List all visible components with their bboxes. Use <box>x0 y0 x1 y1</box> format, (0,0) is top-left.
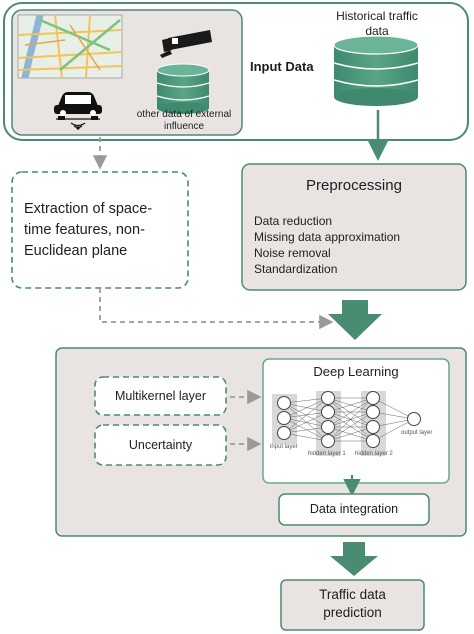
extraction-text-line2: time features, non- <box>24 222 145 238</box>
uncertainty-label: Uncertainty <box>128 438 193 452</box>
uncertainty-box <box>94 424 227 466</box>
preprocessing-title: Preprocessing <box>306 177 402 194</box>
external-data-database-icon <box>156 63 210 114</box>
map-thumbnail-icon <box>17 14 123 79</box>
traffic-camera-icon <box>160 30 212 58</box>
preprocessing-item: Standardization <box>254 262 338 276</box>
arrow-extraction-to-model <box>99 288 334 330</box>
hidden-layer-2-label: hidden layer 2 <box>355 451 393 457</box>
extraction-text: Extraction of space- time features, non-… <box>24 199 152 262</box>
extraction-text-line1: Extraction of space- <box>24 201 153 217</box>
hidden-layer-1-label: hidden layer 1 <box>308 451 346 457</box>
neural-network-icon <box>272 391 421 456</box>
big-arrow-to-prediction <box>330 542 378 576</box>
preprocessing-item: Missing data approximation <box>254 230 401 244</box>
input-data-title: Input Data <box>250 59 314 74</box>
external-data-label-line1: other data of external <box>136 109 232 120</box>
output-layer-label: output layer <box>401 430 433 436</box>
prediction-label-line2: prediction <box>323 605 382 620</box>
deep-learning-title: Deep Learning <box>313 364 399 379</box>
data-integration-box <box>278 493 430 526</box>
big-arrow-to-model <box>328 300 382 340</box>
multikernel-label: Multikernel layer <box>114 389 206 403</box>
prediction-label-line1: Traffic data <box>319 587 386 602</box>
preprocessing-item: Noise removal <box>254 246 331 260</box>
historical-data-label-line2: data <box>365 24 389 38</box>
prediction-box <box>280 579 425 631</box>
historical-data-label: Historical traffic data <box>318 9 436 39</box>
sensor-wave-icon <box>56 118 100 130</box>
input-layer-label: input layer <box>270 444 298 450</box>
external-data-label-line2: influence <box>163 121 205 132</box>
prediction-label: Traffic data prediction <box>281 586 424 622</box>
external-data-label: other data of external influence <box>121 109 247 133</box>
preprocessing-box <box>241 163 467 291</box>
preprocessing-list: Data reduction Missing data approximatio… <box>254 213 400 277</box>
multikernel-box <box>94 376 227 416</box>
extraction-text-line3: Euclidean plane <box>24 243 128 259</box>
preprocessing-item: Data reduction <box>254 214 333 228</box>
historical-data-label-line1: Historical traffic <box>336 9 418 23</box>
car-icon <box>54 92 102 120</box>
data-integration-label: Data integration <box>309 502 399 516</box>
historical-data-database-icon <box>333 35 419 106</box>
